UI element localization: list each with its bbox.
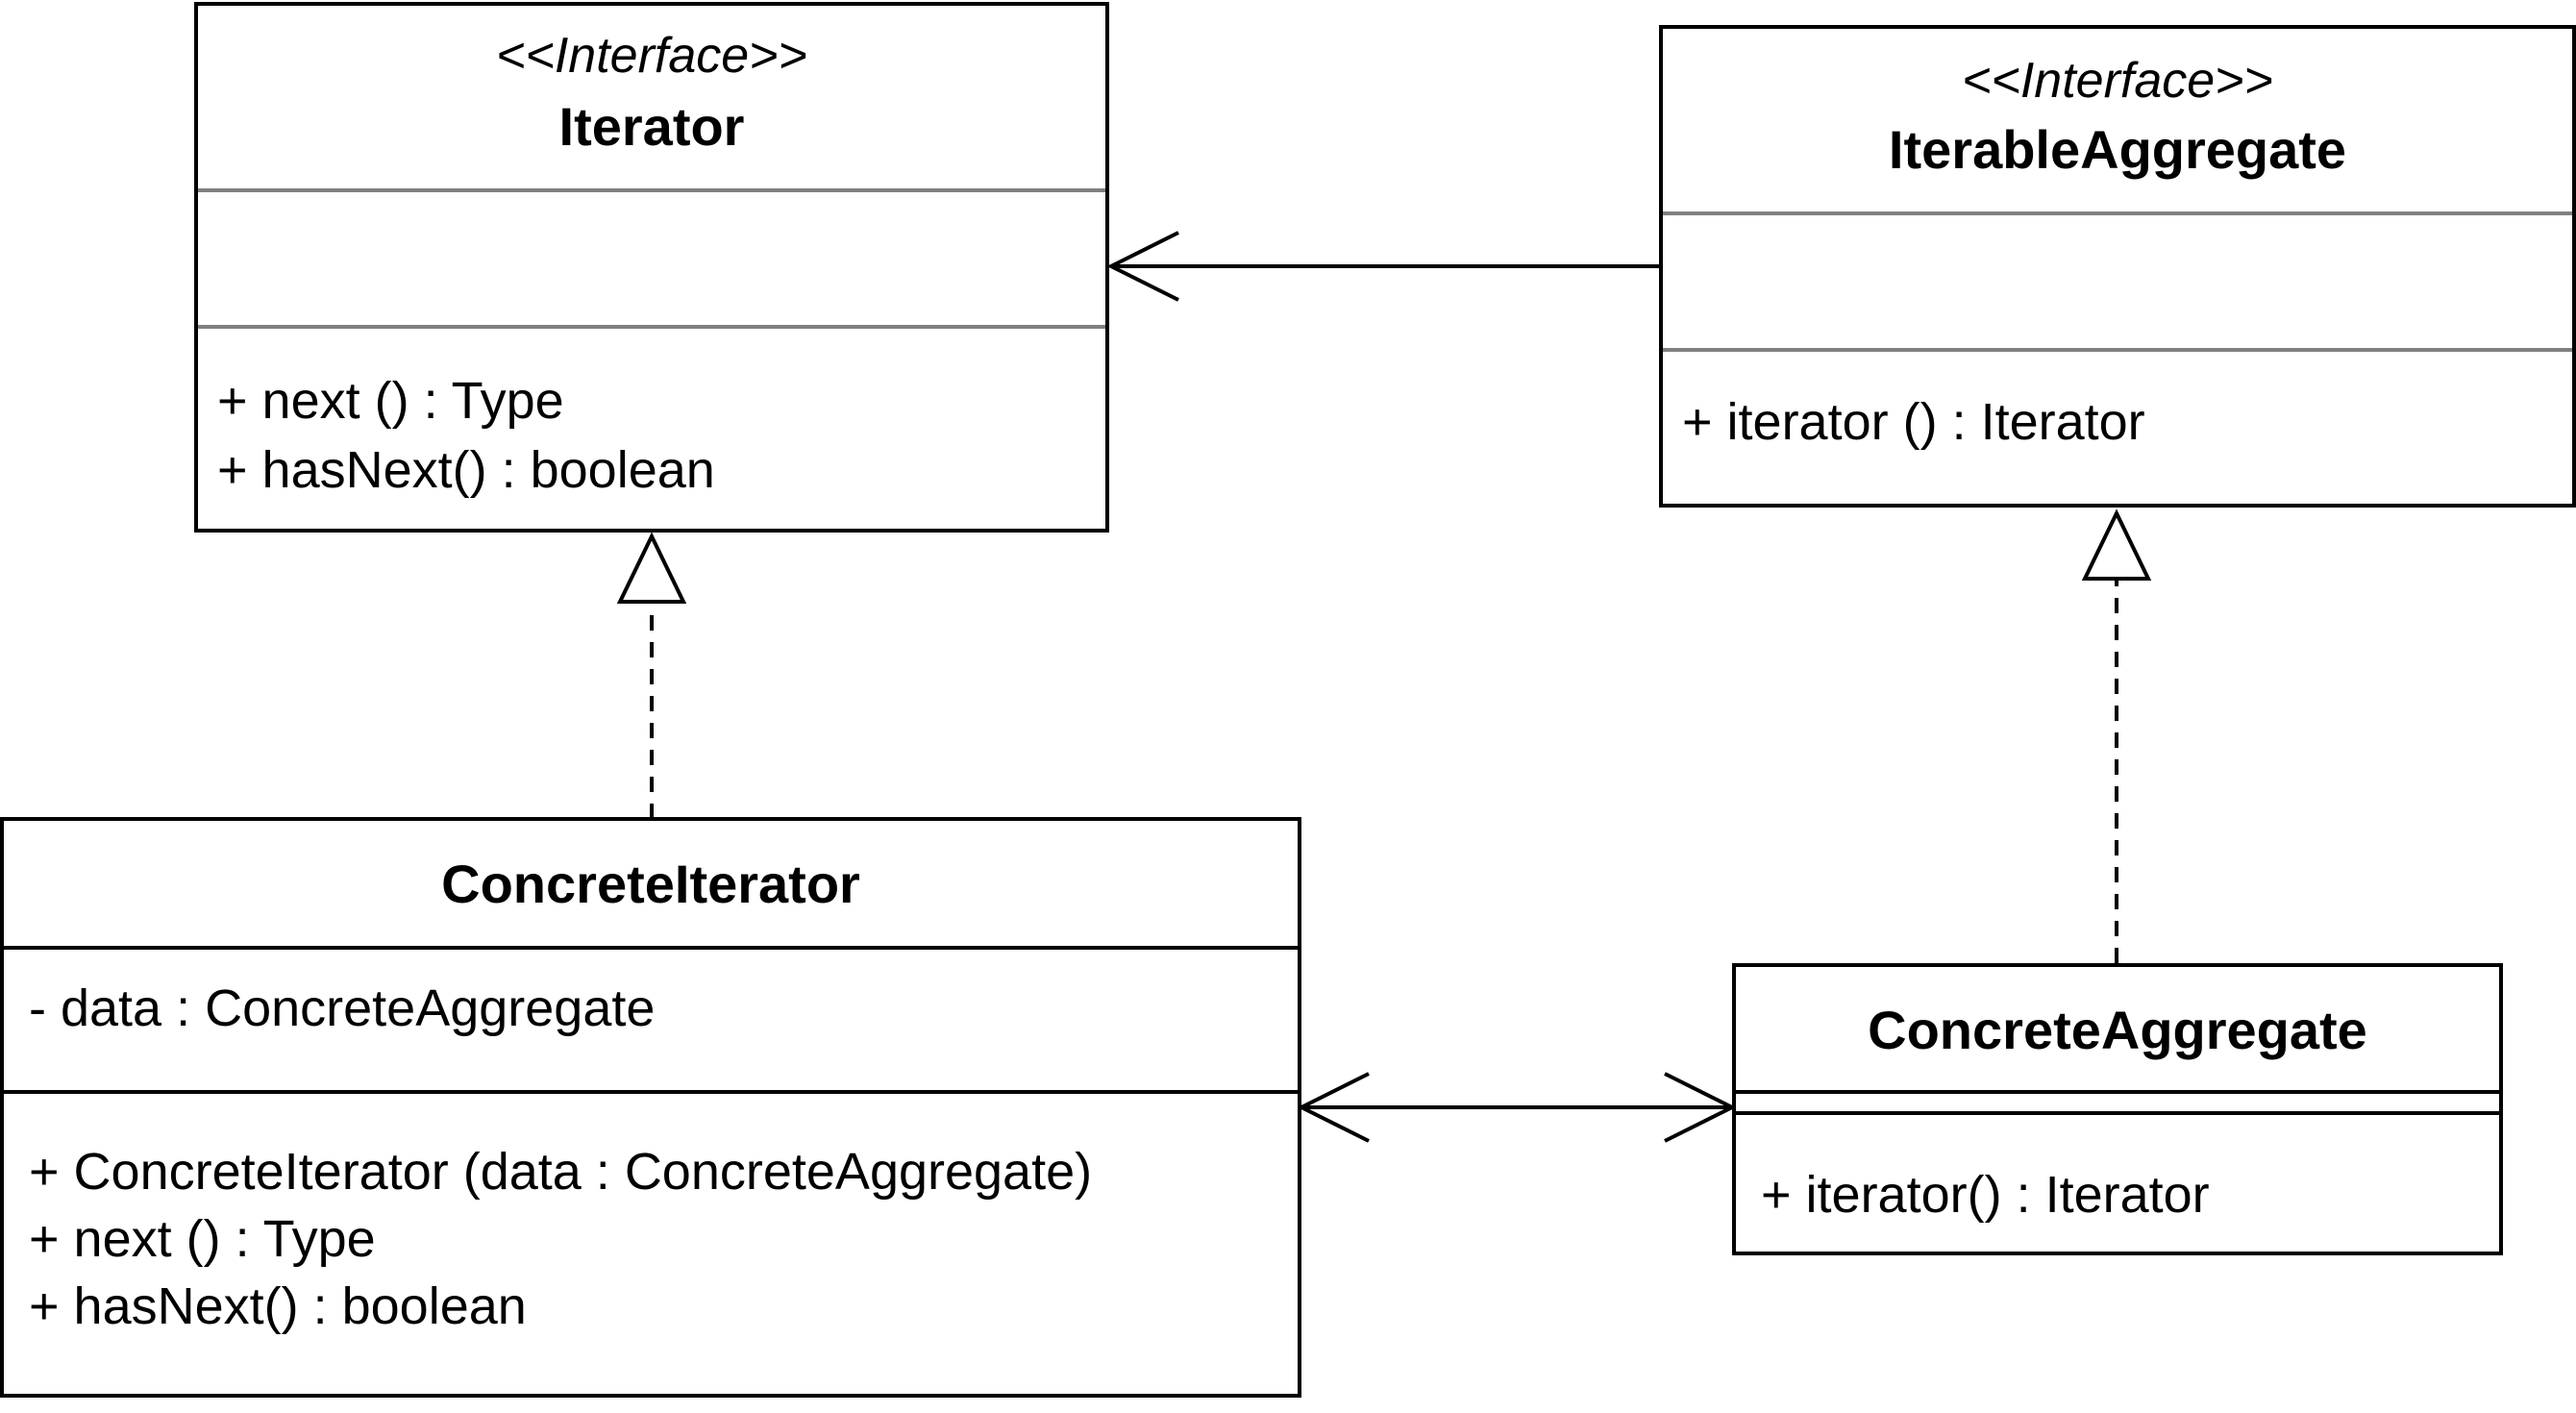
method-has-next: + hasNext() : boolean <box>29 1277 527 1335</box>
method-has-next: + hasNext() : boolean <box>217 441 715 499</box>
stereotype-label: <<Interface>> <box>496 28 807 84</box>
realization-concreteaggregate-to-iterableaggregate <box>2081 508 2152 963</box>
compartment-divider <box>4 946 1298 950</box>
iterable-aggregate-interface-box[interactable]: <<Interface>> IterableAggregate + iterat… <box>1659 25 2576 508</box>
class-name: ConcreteAggregate <box>1868 1000 2367 1060</box>
concrete-aggregate-class-box[interactable]: ConcreteAggregate + iterator() : Iterato… <box>1732 963 2503 1255</box>
method-next: + next () : Type <box>29 1210 376 1268</box>
iterator-interface-box[interactable]: <<Interface>> Iterator + next () : Type … <box>194 2 1109 533</box>
concrete-iterator-class-box[interactable]: ConcreteIterator - data : ConcreteAggreg… <box>0 817 1301 1398</box>
compartment-divider <box>198 188 1105 192</box>
class-name: ConcreteIterator <box>441 854 860 914</box>
association-concreteiterator-concreteaggregate <box>1297 1072 1737 1143</box>
association-iterableaggregate-to-iterator <box>1106 231 1661 302</box>
realization-concreteiterator-to-iterator <box>616 532 687 819</box>
compartment-divider <box>1736 1111 2499 1115</box>
compartment-divider <box>198 325 1105 329</box>
attribute-data: - data : ConcreteAggregate <box>29 979 656 1037</box>
compartment-divider <box>1663 211 2572 215</box>
method-iterator: + iterator () : Iterator <box>1682 393 2145 451</box>
compartment-divider <box>4 1090 1298 1094</box>
method-iterator: + iterator() : Iterator <box>1761 1166 2210 1224</box>
method-constructor: + ConcreteIterator (data : ConcreteAggre… <box>29 1143 1093 1201</box>
class-name: IterableAggregate <box>1888 119 2347 180</box>
class-name: Iterator <box>558 96 745 157</box>
stereotype-label: <<Interface>> <box>1962 53 2273 109</box>
compartment-divider <box>1736 1090 2499 1094</box>
method-next: + next () : Type <box>217 372 564 430</box>
compartment-divider <box>1663 348 2572 352</box>
